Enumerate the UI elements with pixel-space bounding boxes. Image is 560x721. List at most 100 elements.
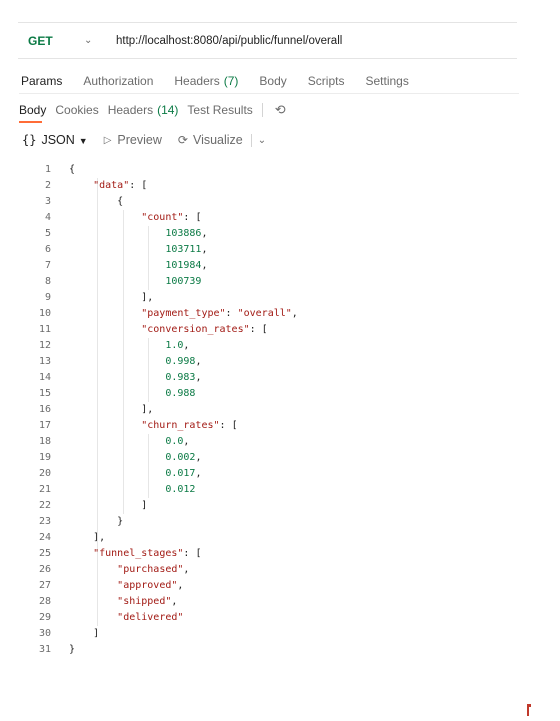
tab-settings[interactable]: Settings <box>365 74 408 88</box>
line-number: 27 <box>38 580 51 591</box>
method-select[interactable]: GET <box>28 33 53 48</box>
visualize-button[interactable]: ⟳Visualize <box>178 133 243 147</box>
tab-scripts[interactable]: Scripts <box>308 74 345 88</box>
line-number: 2 <box>44 180 51 191</box>
code-line: 24 ], <box>0 530 560 546</box>
code-text: ], <box>69 404 154 415</box>
tab-body[interactable]: Body <box>259 74 286 88</box>
chevron-down-icon[interactable]: ⌄ <box>257 134 267 146</box>
code-text: "delivered" <box>117 612 184 623</box>
preview-button[interactable]: ▷Preview <box>104 133 162 147</box>
code-text: "purchased", <box>117 564 190 575</box>
code-text: 0.988 <box>165 388 196 399</box>
response-tab-body[interactable]: Body <box>19 103 46 117</box>
tab-label: Params <box>21 74 63 88</box>
code-line: 1{ <box>0 162 560 178</box>
code-line: 22 ] <box>0 498 560 514</box>
code-line: 13 0.998, <box>0 354 560 370</box>
code-text: ], <box>69 292 154 303</box>
line-number: 3 <box>44 196 51 207</box>
code-text: 101984, <box>165 260 208 271</box>
response-tab-cookies[interactable]: Cookies <box>55 103 98 117</box>
visualize-label: Visualize <box>192 133 243 147</box>
tab-label: Authorization <box>83 74 154 88</box>
chevron-down-icon: ▼ <box>78 136 88 146</box>
tab-count-badge: (14) <box>157 103 179 117</box>
indent-guide <box>97 562 98 626</box>
code-line: 15 0.988 <box>0 386 560 402</box>
tab-label: Cookies <box>55 103 99 117</box>
code-line: 8 100739 <box>0 274 560 290</box>
code-line: 29 "delivered" <box>0 610 560 626</box>
line-number: 6 <box>44 244 51 255</box>
code-text: ] <box>69 628 100 639</box>
code-text: "shipped", <box>117 596 178 607</box>
tab-headers[interactable]: Headers(7) <box>174 74 238 88</box>
code-line: 26 "purchased", <box>0 562 560 578</box>
code-line: 21 0.012 <box>0 482 560 498</box>
code-line: 3 { <box>0 194 560 210</box>
chevron-down-icon[interactable]: ⌄ <box>84 35 93 46</box>
format-select[interactable]: {}JSON▼ <box>22 133 88 147</box>
line-number: 11 <box>38 324 51 335</box>
code-line: 12 1.0, <box>0 338 560 354</box>
history-icon[interactable]: ⟲ <box>274 102 286 117</box>
tab-count-badge: (7) <box>223 74 239 88</box>
code-text: "churn_rates": [ <box>141 420 238 431</box>
line-number: 1 <box>44 164 51 175</box>
code-text: "data": [ <box>93 180 148 191</box>
code-line: 23 } <box>0 514 560 530</box>
code-line: 2 "data": [ <box>0 178 560 194</box>
response-tab-test-results[interactable]: Test Results <box>187 103 252 117</box>
code-line: 11 "conversion_rates": [ <box>0 322 560 338</box>
code-line: 19 0.002, <box>0 450 560 466</box>
code-text: 0.983, <box>165 372 202 383</box>
code-text: } <box>69 644 76 655</box>
line-number: 21 <box>38 484 51 495</box>
tab-label: Settings <box>365 74 409 88</box>
line-number: 23 <box>38 516 51 527</box>
tab-params[interactable]: Params <box>21 74 62 88</box>
indent-guide <box>148 338 149 402</box>
response-body[interactable]: 1{2 "data": [3 {4 "count": [5 103886,6 1… <box>0 162 560 658</box>
code-text: ] <box>69 500 148 511</box>
play-icon: ▷ <box>103 134 112 146</box>
code-line: 6 103711, <box>0 242 560 258</box>
code-line: 27 "approved", <box>0 578 560 594</box>
code-line: 4 "count": [ <box>0 210 560 226</box>
tab-authorization[interactable]: Authorization <box>83 74 153 88</box>
code-line: 10 "payment_type": "overall", <box>0 306 560 322</box>
indent-guide <box>148 434 149 498</box>
line-number: 31 <box>38 644 51 655</box>
response-tab-headers[interactable]: Headers(14) <box>108 103 179 117</box>
code-text: "funnel_stages": [ <box>93 548 202 559</box>
indent-guide <box>148 226 149 290</box>
url-bar: GET ⌄ http://localhost:8080/api/public/f… <box>18 22 517 59</box>
response-tabs: Body Cookies Headers(14) Test Results ⟲ <box>19 102 286 118</box>
line-number: 7 <box>44 260 51 271</box>
line-number: 9 <box>44 292 51 303</box>
code-text: 1.0, <box>165 340 190 351</box>
tab-label: Body <box>259 74 287 88</box>
line-number: 13 <box>38 356 51 367</box>
url-input[interactable]: http://localhost:8080/api/public/funnel/… <box>116 34 343 47</box>
braces-icon: {} <box>22 133 37 147</box>
code-line: 28 "shipped", <box>0 594 560 610</box>
line-number: 30 <box>38 628 51 639</box>
code-line: 9 ], <box>0 290 560 306</box>
request-tabs-divider <box>19 93 519 94</box>
code-line: 14 0.983, <box>0 370 560 386</box>
code-line: 16 ], <box>0 402 560 418</box>
code-text: "conversion_rates": [ <box>141 324 268 335</box>
line-number: 20 <box>38 468 51 479</box>
code-text: } <box>69 516 124 527</box>
line-number: 4 <box>44 212 51 223</box>
tab-label: Body <box>19 103 47 117</box>
code-text: 0.017, <box>165 468 202 479</box>
code-text: 0.002, <box>165 452 202 463</box>
line-number: 26 <box>38 564 51 575</box>
code-text: 103886, <box>165 228 208 239</box>
line-number: 17 <box>38 420 51 431</box>
tab-label: Test Results <box>187 103 253 117</box>
line-number: 24 <box>38 532 51 543</box>
